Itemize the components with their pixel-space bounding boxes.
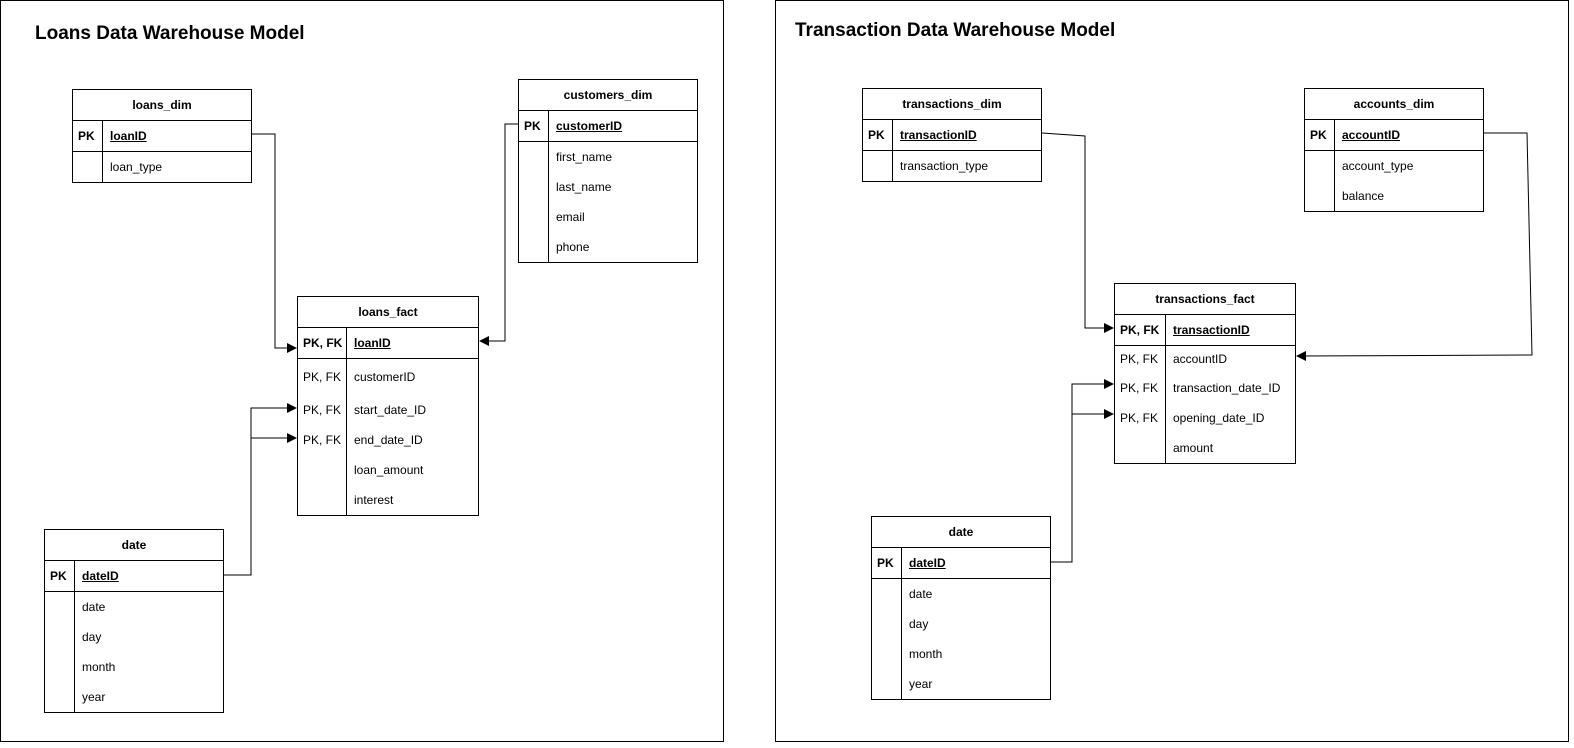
field-row: loan_amount (298, 455, 478, 485)
field-name: transactionID (900, 128, 977, 142)
field-name: balance (1342, 189, 1385, 203)
field-name: dateID (909, 556, 946, 570)
field-row: balance (1305, 181, 1483, 211)
field-name: month (82, 660, 116, 674)
field-name: customerID (354, 370, 416, 384)
field-row: PK, FK transaction_date_ID (1115, 373, 1295, 403)
key-label: PK (877, 556, 894, 570)
field-row: day (872, 609, 1050, 639)
field-row: date (872, 579, 1050, 609)
field-row: interest (298, 485, 478, 515)
field-name: loan_type (110, 160, 163, 174)
field-name: first_name (556, 150, 613, 164)
key-label: PK, FK (303, 370, 342, 384)
pk-row: PK dateID (45, 561, 223, 592)
entity-title: transactions_fact (1115, 284, 1295, 315)
field-name: day (909, 617, 929, 631)
pk-row: PK, FK loanID (298, 328, 478, 359)
field-name: amount (1173, 441, 1214, 455)
field-name: email (556, 210, 585, 224)
entity-title: loans_fact (298, 297, 478, 328)
field-row: transaction_type (863, 151, 1041, 181)
pk-row: PK accountID (1305, 120, 1483, 151)
entity-transactions-dim[interactable]: transactions_dim PK transactionID transa… (862, 88, 1042, 182)
field-row: amount (1115, 433, 1295, 463)
field-row: email (519, 202, 697, 232)
loans-diagram-title: Loans Data Warehouse Model (35, 23, 305, 44)
field-name: last_name (556, 180, 612, 194)
field-name: loanID (110, 129, 147, 143)
key-label: PK, FK (303, 403, 342, 417)
field-row: last_name (519, 172, 697, 202)
field-row: day (45, 622, 223, 652)
entity-title: date (45, 530, 223, 561)
field-name: accountID (1342, 128, 1401, 142)
field-name: transaction_type (900, 159, 989, 173)
key-label: PK (50, 569, 67, 583)
field-name: transaction_date_ID (1173, 381, 1281, 395)
key-label: PK, FK (1120, 323, 1160, 337)
field-name: interest (354, 493, 394, 507)
field-name: month (909, 647, 943, 661)
field-row: account_type (1305, 151, 1483, 181)
transactions-diagram-title: Transaction Data Warehouse Model (795, 20, 1116, 41)
field-row: first_name (519, 142, 697, 172)
pk-row: PK dateID (872, 548, 1050, 579)
field-row: month (872, 639, 1050, 669)
key-label: PK (78, 129, 95, 143)
key-label: PK, FK (303, 433, 342, 447)
field-row: PK, FK end_date_ID (298, 425, 478, 455)
field-row: PK, FK customerID (298, 359, 478, 395)
key-label: PK, FK (1120, 381, 1159, 395)
field-name: dateID (82, 569, 119, 583)
field-name: phone (556, 240, 590, 254)
field-name: date (909, 587, 933, 601)
key-label: PK (524, 119, 541, 133)
field-row: year (45, 682, 223, 712)
field-name: accountID (1173, 352, 1228, 366)
pk-row: PK loanID (73, 121, 251, 152)
key-label: PK (868, 128, 885, 142)
field-name: loan_amount (354, 463, 424, 477)
key-label: PK, FK (1120, 352, 1159, 366)
field-name: opening_date_ID (1173, 411, 1265, 425)
entity-customers-dim[interactable]: customers_dim PK customerID first_name l… (518, 79, 698, 263)
field-name: date (82, 600, 106, 614)
entity-date-loans[interactable]: date PK dateID date day month year (44, 529, 224, 713)
entity-loans-fact[interactable]: loans_fact PK, FK loanID PK, FK customer… (297, 296, 479, 516)
field-name: end_date_ID (354, 433, 423, 447)
field-name: start_date_ID (354, 403, 427, 417)
field-name: day (82, 630, 102, 644)
field-name: year (82, 690, 106, 704)
key-label: PK, FK (1120, 411, 1159, 425)
field-row: PK, FK opening_date_ID (1115, 403, 1295, 433)
entity-loans-dim[interactable]: loans_dim PK loanID loan_type (72, 89, 252, 183)
entity-accounts-dim[interactable]: accounts_dim PK accountID account_type b… (1304, 88, 1484, 212)
entity-title: customers_dim (519, 80, 697, 111)
field-name: account_type (1342, 159, 1414, 173)
field-name: transactionID (1173, 323, 1250, 337)
pk-row: PK customerID (519, 111, 697, 142)
entity-transactions-fact[interactable]: transactions_fact PK, FK transactionID P… (1114, 283, 1296, 464)
field-row: month (45, 652, 223, 682)
key-label: PK (1310, 128, 1327, 142)
field-row: PK, FK start_date_ID (298, 395, 478, 425)
field-row: PK, FK accountID (1115, 346, 1295, 373)
entity-title: accounts_dim (1305, 89, 1483, 120)
field-row: loan_type (73, 152, 251, 182)
entity-title: transactions_dim (863, 89, 1041, 120)
field-row: phone (519, 232, 697, 262)
pk-row: PK, FK transactionID (1115, 315, 1295, 346)
entity-date-transactions[interactable]: date PK dateID date day month year (871, 516, 1051, 700)
pk-row: PK transactionID (863, 120, 1041, 151)
field-name: loanID (354, 336, 391, 350)
entity-title: loans_dim (73, 90, 251, 121)
field-row: date (45, 592, 223, 622)
key-label: PK, FK (303, 336, 343, 350)
field-name: customerID (556, 119, 623, 133)
entity-title: date (872, 517, 1050, 548)
field-row: year (872, 669, 1050, 699)
field-name: year (909, 677, 933, 691)
